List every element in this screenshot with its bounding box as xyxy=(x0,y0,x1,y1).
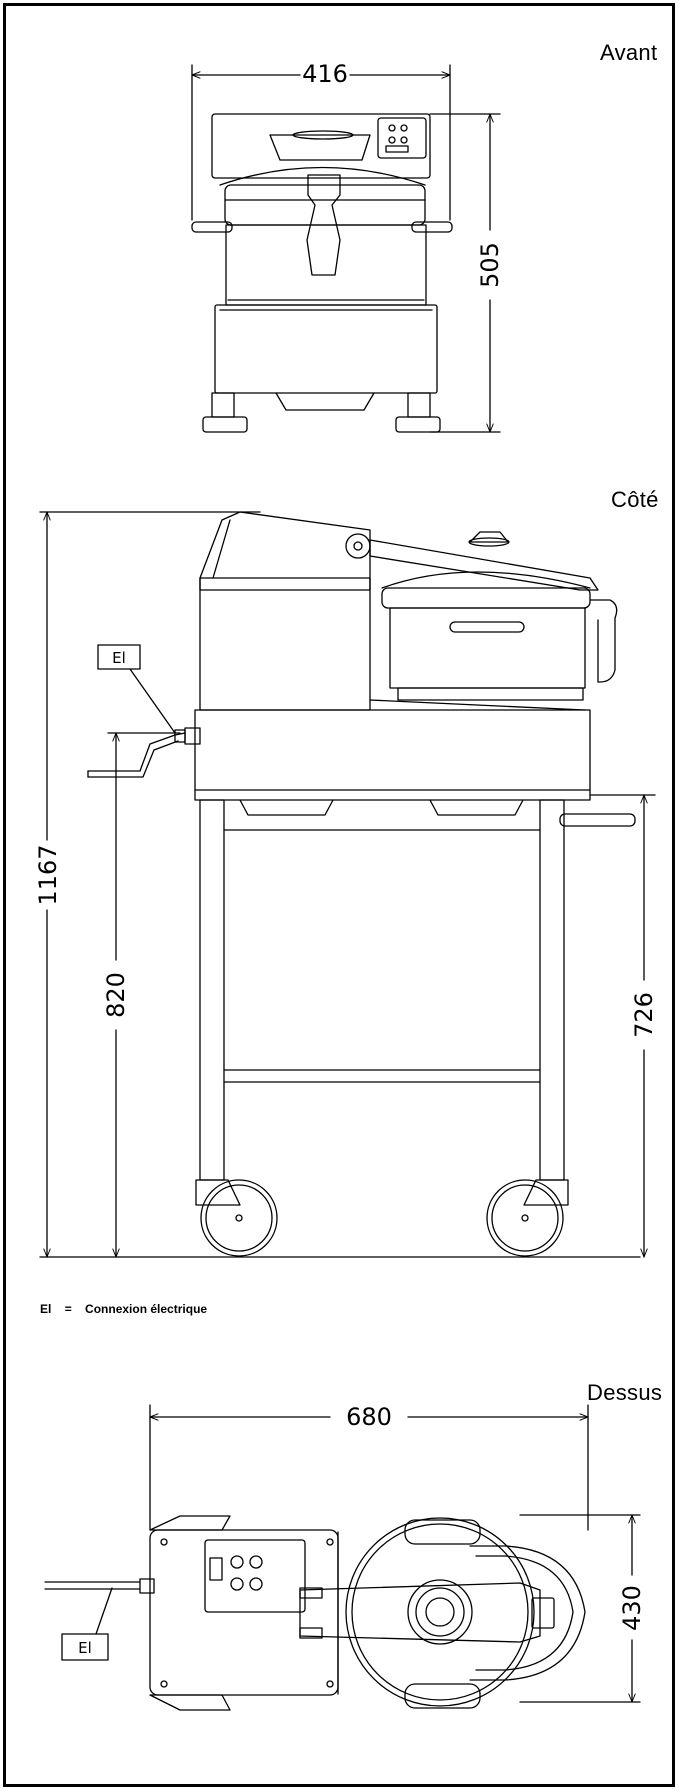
front-height-value: 505 xyxy=(476,242,504,288)
legend-text: Connexion électrique xyxy=(85,1302,208,1316)
side-total-height-dimension: 1167 xyxy=(34,511,641,1258)
front-width-value: 416 xyxy=(302,60,348,88)
side-view-title: Côté xyxy=(611,487,659,512)
top-view-title: Dessus xyxy=(587,1380,663,1405)
front-height-dimension: 505 xyxy=(429,113,504,433)
legend-equals: = xyxy=(64,1302,72,1316)
top-machine xyxy=(149,1515,586,1711)
side-table-height-dimension: 726 xyxy=(589,794,658,1258)
side-connection-callout: El xyxy=(87,644,186,778)
front-view: 416 505 xyxy=(191,60,504,433)
side-connection-height-dimension: 820 xyxy=(102,732,181,1258)
top-length-value: 680 xyxy=(346,1403,392,1431)
top-depth-value: 430 xyxy=(618,1585,646,1631)
front-machine xyxy=(191,113,453,433)
top-connection-label: El xyxy=(78,1639,92,1657)
top-depth-dimension: 430 xyxy=(519,1514,646,1703)
front-width-dimension: 416 xyxy=(191,60,451,221)
legend-code: El xyxy=(40,1302,52,1316)
side-table-height-value: 726 xyxy=(630,992,658,1038)
top-length-dimension: 680 xyxy=(149,1403,589,1531)
side-total-height-value: 1167 xyxy=(34,844,62,905)
legend: El = Connexion électrique xyxy=(40,1302,207,1316)
top-view: 680 430 El xyxy=(44,1403,646,1711)
front-view-title: Avant xyxy=(600,40,658,65)
side-connection-height-value: 820 xyxy=(102,972,130,1018)
side-connection-label: El xyxy=(112,649,126,667)
top-connection-callout: El xyxy=(44,1578,155,1661)
side-machine xyxy=(174,511,636,1257)
side-view: 1167 820 726 El xyxy=(34,511,658,1258)
